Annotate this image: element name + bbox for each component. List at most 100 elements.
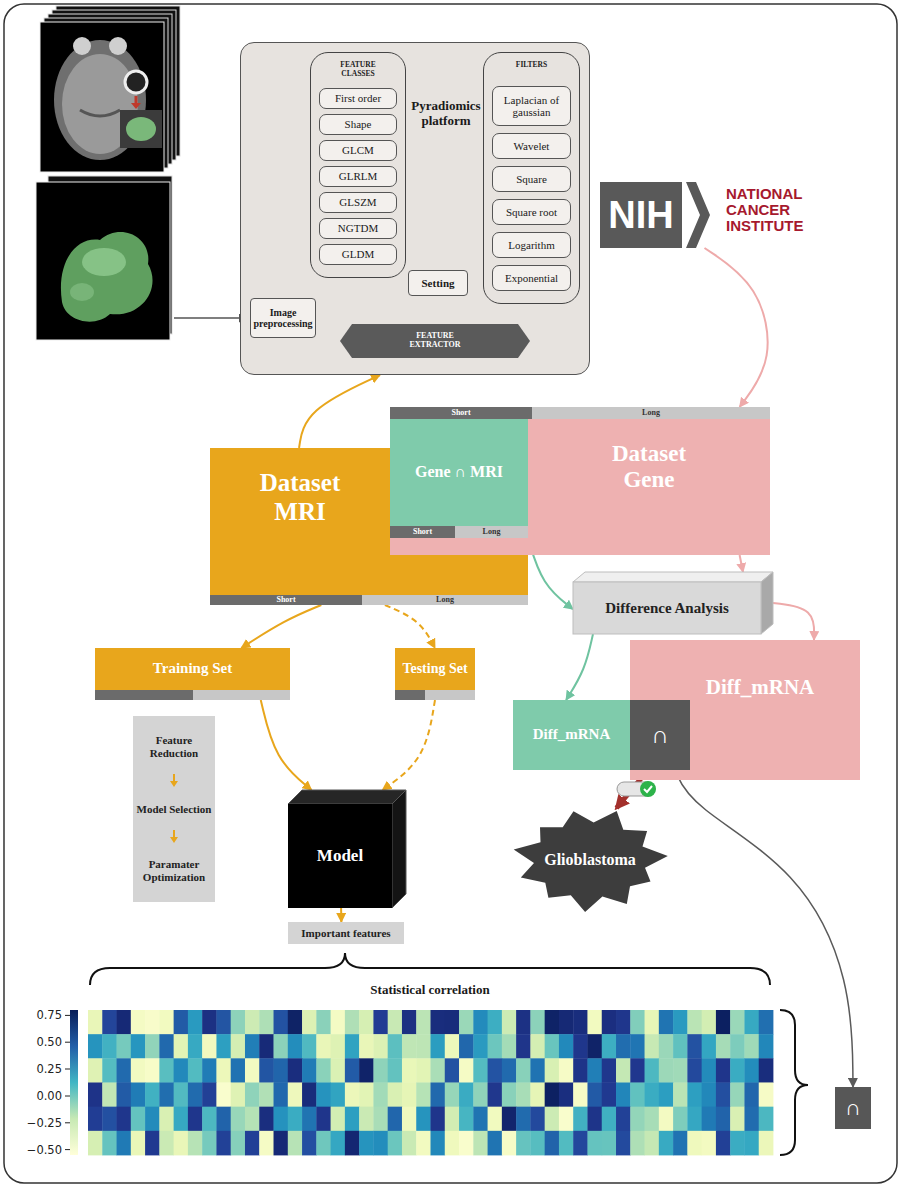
- heatmap-cell: [188, 1131, 203, 1156]
- heatmap-cell: [687, 1131, 702, 1156]
- heatmap-cell: [759, 1083, 774, 1108]
- heatmap-cell: [431, 1034, 446, 1059]
- heatmap-cell: [388, 1010, 403, 1035]
- colorbar: [70, 1010, 78, 1155]
- heatmap-cell: [259, 1131, 274, 1156]
- heatmap-cell: [259, 1107, 274, 1132]
- heatmap-cell: [559, 1083, 574, 1108]
- heatmap-cell: [716, 1083, 731, 1108]
- heatmap-cell: [145, 1058, 160, 1083]
- orbit: [109, 37, 127, 55]
- heatmap-cell: [174, 1107, 189, 1132]
- node-text: FEATURE CLASSES: [328, 61, 388, 78]
- heatmap-cell: [659, 1131, 674, 1156]
- heatmap-cell: [445, 1083, 460, 1108]
- step-arrow-shaft: [173, 774, 175, 782]
- heatmap-cell: [102, 1034, 117, 1059]
- heatmap-cell: [274, 1107, 289, 1132]
- filter-box: Exponential: [492, 265, 571, 291]
- heatmap-cell: [473, 1058, 488, 1083]
- node-text: Testing Set: [402, 661, 467, 677]
- node-text: Model Selection: [137, 803, 212, 816]
- heatmap-cell: [744, 1083, 759, 1108]
- heatmap-cell: [331, 1107, 346, 1132]
- flow-connector: [385, 605, 435, 648]
- heatmap-cell: [373, 1131, 388, 1156]
- heatmap-cell: [559, 1010, 574, 1035]
- step-arrow: [169, 774, 179, 788]
- node-text: Image preprocessing: [253, 307, 312, 329]
- heatmap-cell: [345, 1131, 360, 1156]
- heatmap-cell: [302, 1010, 317, 1035]
- star-shape: [514, 811, 668, 912]
- heatmap-cell: [630, 1083, 645, 1108]
- heatmap-cell: [159, 1034, 174, 1059]
- feature-class-box: NGTDM: [319, 218, 397, 239]
- mri-slice-stack: [40, 6, 180, 172]
- heatmap-cell: [388, 1083, 403, 1108]
- heatmap-cell: [573, 1083, 588, 1108]
- heatmap-cell: [131, 1083, 146, 1108]
- node-text: Logarithm: [508, 239, 554, 251]
- heatmap-cell: [145, 1034, 160, 1059]
- node-text: GLDM: [342, 248, 374, 260]
- heatmap-cell: [117, 1083, 132, 1108]
- node-text: Feature Reduction: [136, 734, 212, 759]
- heatmap-cell: [459, 1058, 474, 1083]
- heatmap-cell: [630, 1034, 645, 1059]
- cube-front: [288, 804, 392, 908]
- heatmap-cell: [259, 1034, 274, 1059]
- result-star: Glioblastoma: [512, 808, 668, 912]
- heatmap-cell: [659, 1010, 674, 1035]
- preprocessing-box: Image preprocessing: [250, 298, 316, 338]
- split-box: Training Set: [95, 648, 290, 700]
- heatmap-cell: [431, 1010, 446, 1035]
- heatmap-cell: [687, 1010, 702, 1035]
- heatmap-cell: [673, 1034, 688, 1059]
- heatmap-cell: [545, 1010, 560, 1035]
- heatmap-cell: [117, 1058, 132, 1083]
- feature-class-box: First order: [319, 88, 397, 109]
- node-text: Gene ∩ MRI: [415, 463, 503, 481]
- heatmap-cell: [159, 1083, 174, 1108]
- heatmap-cell: [730, 1058, 745, 1083]
- heatmap-cell: [445, 1058, 460, 1083]
- heatmap-cell: [145, 1107, 160, 1132]
- heatmap-cell: [316, 1058, 331, 1083]
- label-slot: 0.25: [6, 1061, 62, 1077]
- heatmap-cell: [645, 1131, 660, 1156]
- heatmap-cell: [188, 1083, 203, 1108]
- red-pointer: [135, 96, 138, 104]
- heatmap-cell: [702, 1107, 717, 1132]
- heatmap-cell: [473, 1010, 488, 1035]
- split-box: Testing Set: [395, 648, 475, 700]
- heatmap-cell: [345, 1107, 360, 1132]
- heatmap-cell: [573, 1131, 588, 1156]
- heatmap-cell: [545, 1034, 560, 1059]
- heatmap-cell: [231, 1083, 246, 1108]
- heatmap-cell: [88, 1034, 103, 1059]
- heatmap-cell: [288, 1034, 303, 1059]
- heatmap-cell: [388, 1131, 403, 1156]
- heatmap-cell: [488, 1131, 503, 1156]
- tumor-ring: [125, 71, 147, 93]
- tick-mark: [65, 1069, 70, 1070]
- node-text: Short: [451, 409, 470, 417]
- node-text: Wavelet: [514, 140, 550, 152]
- heatmap-cell: [373, 1010, 388, 1035]
- heatmap-cell: [402, 1058, 417, 1083]
- heatmap-cell: [502, 1034, 517, 1059]
- heatmap-cell: [388, 1034, 403, 1059]
- long-band: Long: [362, 595, 528, 605]
- tick-mark: [65, 1149, 70, 1150]
- heatmap-cell: [131, 1010, 146, 1035]
- heatmap-cell: [102, 1107, 117, 1132]
- logo-chevron: [686, 182, 710, 248]
- box-top: [573, 572, 773, 582]
- heatmap-cell: [331, 1131, 346, 1156]
- heatmap-cell: [345, 1083, 360, 1108]
- node-text: Training Set: [153, 660, 232, 677]
- heatmap-cell: [316, 1107, 331, 1132]
- heatmap-cell: [102, 1058, 117, 1083]
